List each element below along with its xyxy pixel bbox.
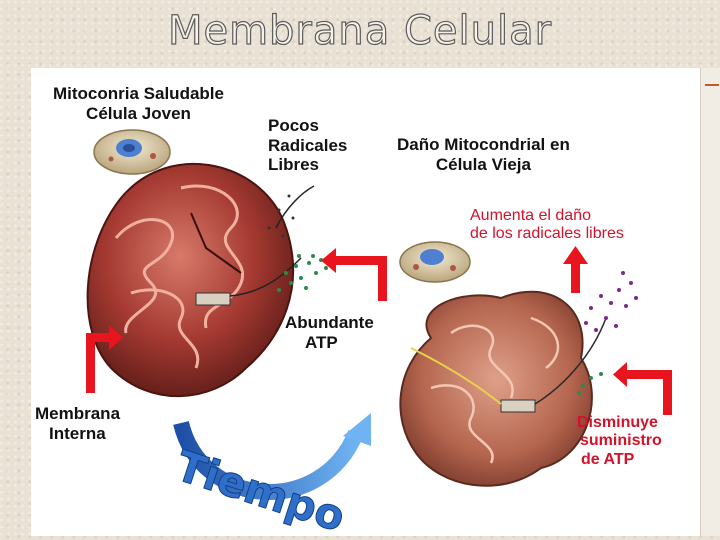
increase-line1: Aumenta el daño [470, 207, 591, 224]
healthy-title-line1: Mitoconria Saludable [53, 84, 224, 103]
few-radicals-label: Pocos Radicales Libres [268, 116, 347, 175]
decrease-atp-label: Disminuye suministro de ATP [577, 414, 662, 469]
healthy-title: Mitoconria Saludable Célula Joven [53, 84, 224, 123]
abundant-atp-label: Abundante ATP [285, 313, 374, 352]
damaged-mitochondrion [399, 290, 607, 487]
figure-edge-strip [700, 68, 720, 536]
decrease-line3: de ATP [581, 450, 635, 468]
arrow-increase-radicals [563, 246, 588, 293]
arrow-decrease-atp [613, 362, 672, 415]
abundant-line2: ATP [305, 332, 338, 352]
arrow-abundant-atp [321, 248, 387, 301]
increase-radicals-label: Aumenta el daño de los radicales libres [470, 207, 624, 244]
few-radicals-line2: Radicales [268, 135, 348, 155]
time-arc-arrow [173, 413, 371, 500]
young-cell-icon [93, 129, 171, 175]
increase-line2: de los radicales libres [470, 225, 624, 243]
decrease-line2: suministro [580, 432, 662, 450]
few-radicals-line3: Libres [268, 155, 320, 175]
few-radicals-dots [267, 194, 295, 238]
membrane-line1: Membrana [35, 404, 121, 423]
damage-title-line1: Daño Mitocondrial en [397, 135, 570, 154]
arrow-inner-membrane [86, 325, 123, 393]
atp-spray-damaged [577, 372, 603, 395]
mitochondria-figure: Mitoconria Saludable Célula Joven Pocos … [31, 68, 702, 536]
decrease-line1: Disminuye [577, 414, 658, 431]
few-radicals-line1: Pocos [268, 116, 320, 135]
damage-title-line2: Célula Vieja [435, 154, 531, 174]
atp-spray-healthy [277, 254, 328, 292]
old-cell-icon [399, 241, 471, 283]
radicals-spray-damaged [584, 271, 638, 332]
abundant-line1: Abundante [285, 313, 374, 332]
damage-title: Daño Mitocondrial en Célula Vieja [397, 135, 570, 174]
healthy-mitochondrion [86, 162, 315, 398]
healthy-title-line2: Célula Joven [86, 103, 191, 123]
membrane-line2: Interna [49, 423, 106, 443]
mitochondria-illustration [86, 129, 672, 500]
slide-title: Membrana Celular [167, 7, 553, 54]
inner-membrane-label: Membrana Interna [35, 404, 120, 443]
